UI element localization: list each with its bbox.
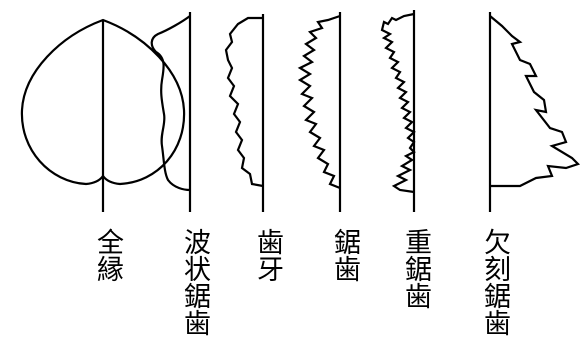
leaf-incised [488, 12, 581, 212]
label-entire: 全縁 [92, 228, 123, 282]
leaf-dentate-outline [224, 16, 264, 188]
label-undulate: 波状鋸歯 [179, 228, 210, 336]
leaf-undulate [150, 12, 192, 212]
leaf-serrate-outline [297, 14, 341, 190]
label-incised: 欠刻鋸歯 [479, 228, 510, 336]
label-serrate: 鋸歯 [329, 228, 360, 282]
leaf-entire [20, 18, 186, 212]
leaf-dentate [224, 14, 265, 212]
leaf-undulate-outline [150, 15, 191, 192]
leaf-doubly-serrate-outline [380, 12, 416, 194]
label-dentate: 歯牙 [252, 228, 283, 282]
leaf-incised-outline [489, 15, 581, 188]
label-doubly-serrate: 重鋸歯 [400, 228, 431, 309]
leaf-serrate [297, 12, 342, 212]
leaf-doubly-serrate [380, 10, 416, 212]
